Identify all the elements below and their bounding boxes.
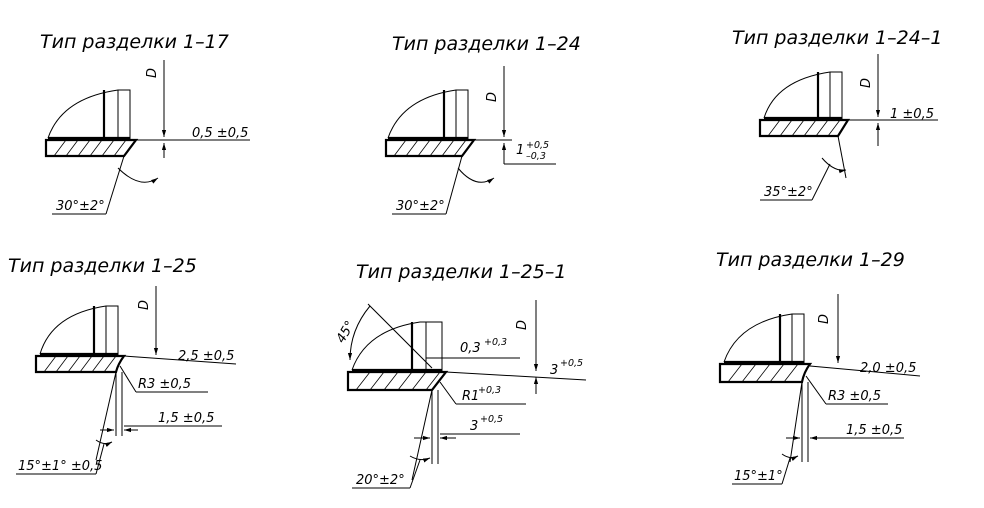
- angle-leader: [105, 155, 125, 215]
- radius-leader: [119, 365, 137, 393]
- pipe-section: [723, 313, 805, 364]
- d-label: D: [485, 92, 500, 102]
- angle-leader: [811, 163, 831, 201]
- panel-title: Тип разделки 1–29: [716, 249, 905, 271]
- land-main: 3: [470, 419, 478, 434]
- panel-title: Тип разделки 1–24: [392, 33, 581, 55]
- gap-label: 2,0 ±0,5: [860, 361, 916, 376]
- bevel-arc: [347, 305, 371, 361]
- panel-1-24: Тип разделки 1–24 D 1 +0,5 –0,3 30°±2°: [384, 33, 581, 215]
- gap-label: 1 ±0,5: [890, 107, 934, 122]
- angle-label: 35°±2°: [764, 185, 813, 200]
- d-label: D: [145, 68, 160, 78]
- d-label: D: [859, 78, 874, 88]
- weld-plate: [384, 138, 477, 158]
- gap-main: 1: [516, 143, 524, 158]
- panel-1-25-1: Тип разделки 1–25–1 45° 0,3 +0,3 D 3 +0,…: [334, 261, 587, 489]
- d-label: D: [137, 300, 152, 310]
- weld-plate: [718, 362, 813, 384]
- weld-plate: [44, 138, 139, 158]
- weld-plate: [34, 354, 127, 374]
- panel-title: Тип разделки 1–25–1: [356, 261, 566, 283]
- gap-upper-tolerance: +0,5: [526, 140, 549, 151]
- wall-main: 0,3: [460, 341, 481, 356]
- angle-leader: [95, 443, 105, 475]
- gap-lower-tolerance: –0,3: [526, 151, 546, 162]
- angle-arc: [457, 167, 495, 184]
- radius-main: R1: [462, 389, 479, 404]
- gap-label: 0,5 ±0,5: [192, 126, 248, 141]
- radius-label: R3 ±0,5: [138, 377, 191, 392]
- gap-label: 2,5 ±0,5: [178, 349, 234, 364]
- angle-leader: [445, 155, 463, 215]
- gap-main: 3: [550, 363, 558, 378]
- weld-plate: [346, 370, 449, 392]
- panel-title: Тип разделки 1–25: [8, 255, 197, 277]
- angle-leader: [409, 459, 421, 489]
- wall-tolerance: +0,3: [484, 337, 507, 348]
- radius-label: R3 ±0,5: [828, 389, 881, 404]
- panel-title: Тип разделки 1–17: [40, 31, 229, 53]
- radius-leader: [439, 381, 457, 405]
- pipe-section: [47, 89, 131, 140]
- d-label: D: [515, 320, 530, 330]
- angle-label: 30°±2°: [56, 199, 105, 214]
- panel-1-24-1: Тип разделки 1–24–1 D 1 ±0,5 35°±2°: [732, 27, 942, 201]
- pipe-section: [39, 305, 119, 356]
- bevel-ext: [367, 303, 433, 369]
- panel-1-29: Тип разделки 1–29 D 2,0 ±0,5 R3 ±0,5 1: [716, 249, 921, 485]
- pipe-section: [763, 71, 843, 120]
- angle-label: 15°±1°: [734, 469, 783, 484]
- angle-arc: [95, 439, 113, 448]
- angle-label: 20°±2°: [356, 473, 405, 488]
- angle-ext: [837, 135, 847, 179]
- angle-label: 15°±1° ±0,5: [18, 459, 102, 474]
- radius-tolerance: +0,3: [478, 385, 501, 396]
- land-label: 1,5 ±0,5: [158, 411, 214, 426]
- angle-arc: [821, 157, 847, 174]
- panel-1-25: Тип разделки 1–25 D 2,5 ±0,5 R3 ±0,5 1: [8, 255, 237, 475]
- pipe-section: [387, 89, 469, 140]
- bevel-ext: [95, 371, 117, 461]
- weld-plate: [758, 118, 850, 138]
- angle-arc: [409, 455, 431, 463]
- angle-arc: [781, 453, 799, 462]
- panel-1-17: Тип разделки 1–17 D 0,5 ±0,5 30°±2°: [40, 31, 250, 215]
- bevel-label: 45°: [334, 318, 359, 345]
- land-label: 1,5 ±0,5: [846, 423, 902, 438]
- radius-leader: [805, 375, 827, 405]
- gap-tolerance: +0,5: [560, 358, 583, 369]
- bevel-ext: [789, 381, 803, 463]
- angle-arc: [117, 167, 159, 184]
- d-label: D: [817, 314, 832, 324]
- panel-title: Тип разделки 1–24–1: [732, 27, 942, 49]
- angle-label: 30°±2°: [396, 199, 445, 214]
- angle-leader: [781, 457, 791, 485]
- gap-leader: [445, 371, 587, 381]
- land-tolerance: +0,5: [480, 414, 503, 425]
- bevel-root-ext: [411, 389, 433, 481]
- gap-leader: [809, 365, 921, 377]
- gap-leader: [123, 355, 237, 365]
